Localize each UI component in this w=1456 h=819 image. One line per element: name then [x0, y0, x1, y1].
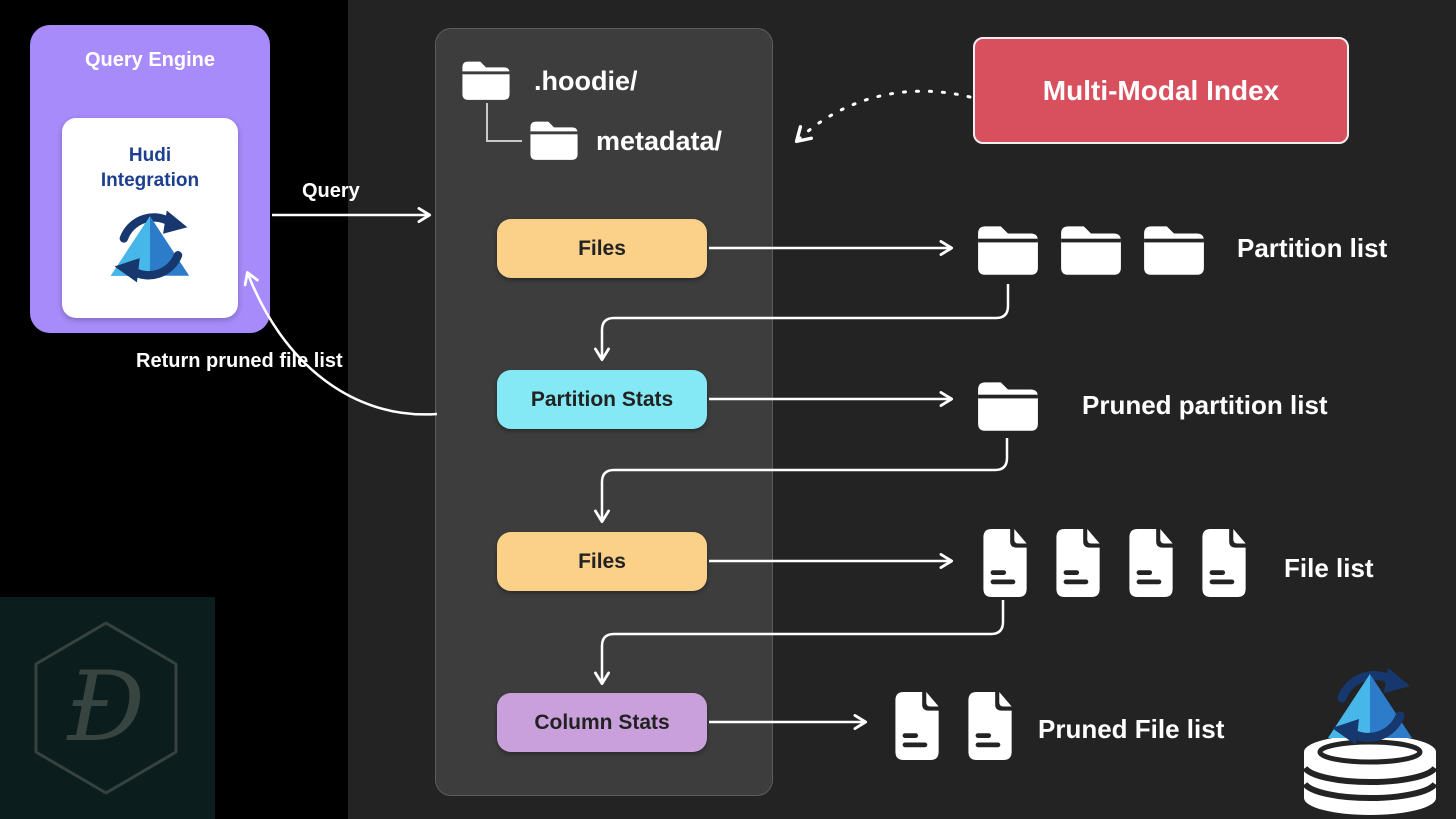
file-icon	[889, 690, 943, 760]
hoodie-folder-label: .hoodie/	[534, 66, 638, 96]
return-arrow-label: Return pruned file list	[136, 350, 343, 372]
folder-icon	[1141, 221, 1207, 277]
pruned-file-list-label: Pruned File list	[1038, 714, 1225, 744]
hudi-database-logo	[1302, 660, 1438, 815]
stage-files-partitions: Files	[497, 219, 707, 278]
partition-list-icons	[975, 221, 1207, 277]
folder-icon	[975, 377, 1041, 433]
query-arrow-label: Query	[302, 180, 360, 202]
index-to-metadata-arrow	[794, 89, 972, 144]
multi-modal-index-box: Multi-Modal Index	[973, 37, 1349, 144]
folder-icon	[1058, 221, 1124, 277]
pruned-partition-label: Pruned partition list	[1082, 390, 1328, 420]
hexagon-icon: Đ	[34, 621, 178, 795]
hudi-integration-label: Hudi Integration	[100, 145, 200, 191]
query-engine-box: Query Engine Hudi Integration	[30, 25, 270, 333]
partition-list-label: Partition list	[1237, 233, 1388, 263]
file-list-label: File list	[1284, 553, 1374, 583]
stage-files-filelist: Files	[497, 532, 707, 591]
stage-column-stats: Column Stats	[497, 693, 707, 752]
file-list-icons	[977, 527, 1250, 597]
metadata-folder-label: metadata/	[596, 126, 723, 156]
hudi-logo-icon	[103, 203, 197, 287]
file-icon	[1050, 527, 1104, 597]
hudi-integration-card: Hudi Integration	[62, 118, 238, 318]
stage-partition-stats: Partition Stats	[497, 370, 707, 429]
pruned-file-icons	[889, 690, 1016, 760]
file-icon	[1123, 527, 1177, 597]
metadata-folder-icon	[528, 117, 580, 162]
file-icon	[977, 527, 1031, 597]
pruned-partition-icons	[975, 377, 1041, 433]
hexagon-d-logo: Đ	[0, 597, 215, 819]
svg-text:Đ: Đ	[66, 651, 144, 763]
folder-icon	[975, 221, 1041, 277]
hoodie-folder-icon	[460, 57, 512, 102]
file-icon	[962, 690, 1016, 760]
file-icon	[1196, 527, 1250, 597]
query-engine-title: Query Engine	[84, 49, 216, 71]
